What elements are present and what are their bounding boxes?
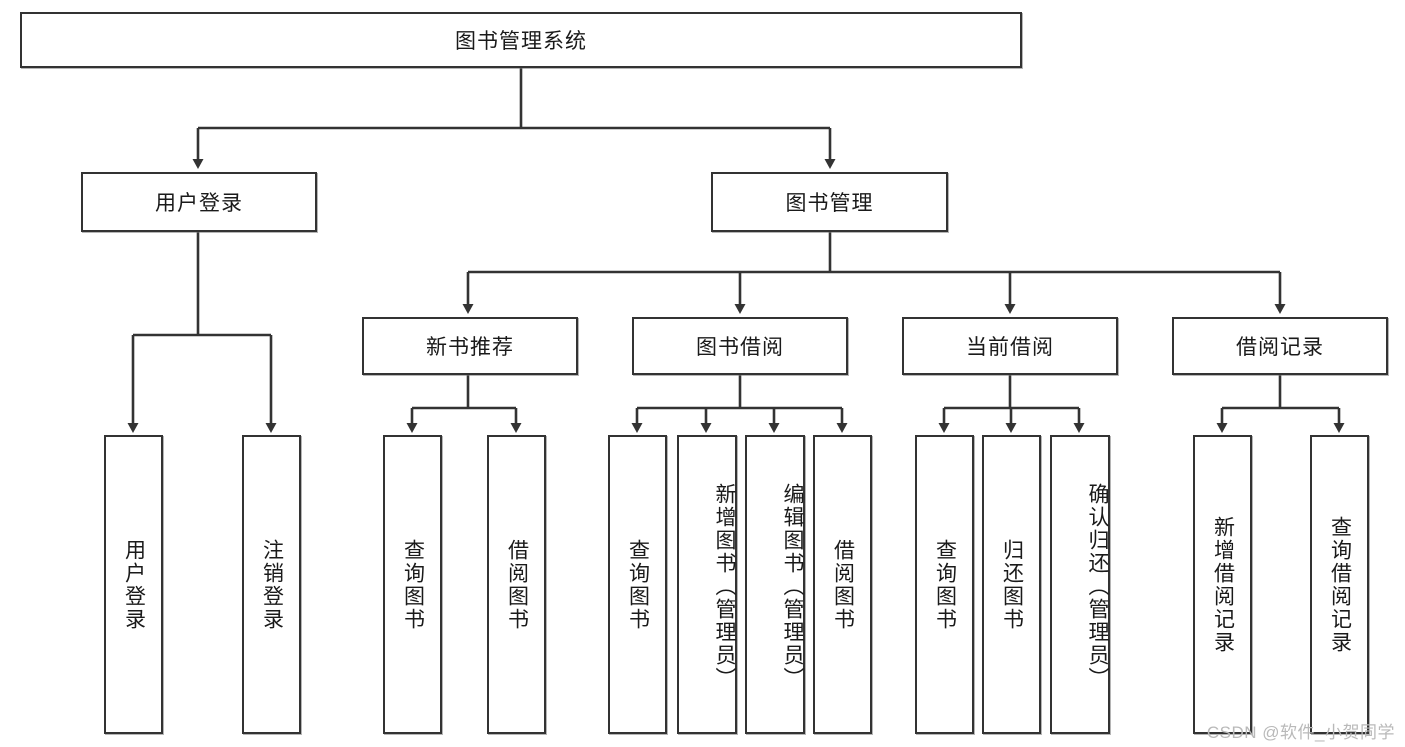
node-root[interactable]: 图书管理系统 <box>20 12 1022 68</box>
node-book-borrow-label: 图书借阅 <box>696 336 784 359</box>
node-leaf-borrow-book-2-label: 借阅图书 <box>831 538 855 631</box>
node-leaf-query-book-3[interactable]: 查询图书 <box>915 435 974 734</box>
node-leaf-confirm-return-label: 确认归还（管理员） <box>1086 483 1109 690</box>
node-leaf-confirm-return[interactable]: 确认归还（管理员） <box>1050 435 1110 734</box>
node-user-login-label: 用户登录 <box>155 192 243 215</box>
node-new-book-recommend[interactable]: 新书推荐 <box>362 317 578 375</box>
node-root-label: 图书管理系统 <box>455 30 587 53</box>
node-book-borrow[interactable]: 图书借阅 <box>632 317 848 375</box>
node-leaf-add-book-label: 新增图书（管理员） <box>713 483 736 690</box>
node-leaf-query-book-2[interactable]: 查询图书 <box>608 435 667 734</box>
node-leaf-user-login[interactable]: 用户登录 <box>104 435 163 734</box>
node-leaf-query-record[interactable]: 查询借阅记录 <box>1310 435 1369 734</box>
node-leaf-add-record[interactable]: 新增借阅记录 <box>1193 435 1252 734</box>
node-leaf-logout-login-label: 注销登录 <box>260 538 284 631</box>
node-leaf-logout-login[interactable]: 注销登录 <box>242 435 301 734</box>
node-leaf-query-book-1[interactable]: 查询图书 <box>383 435 442 734</box>
node-leaf-add-record-label: 新增借阅记录 <box>1211 515 1235 654</box>
node-leaf-add-book[interactable]: 新增图书（管理员） <box>677 435 737 734</box>
node-leaf-query-book-3-label: 查询图书 <box>933 538 957 631</box>
node-book-management[interactable]: 图书管理 <box>711 172 948 232</box>
node-borrow-record[interactable]: 借阅记录 <box>1172 317 1388 375</box>
node-current-borrow-label: 当前借阅 <box>966 336 1054 359</box>
node-leaf-borrow-book-1[interactable]: 借阅图书 <box>487 435 546 734</box>
node-borrow-record-label: 借阅记录 <box>1236 336 1324 359</box>
node-new-book-recommend-label: 新书推荐 <box>426 336 514 359</box>
node-leaf-borrow-book-1-label: 借阅图书 <box>505 538 529 631</box>
node-leaf-user-login-label: 用户登录 <box>122 538 146 631</box>
node-leaf-query-book-2-label: 查询图书 <box>626 538 650 631</box>
node-leaf-borrow-book-2[interactable]: 借阅图书 <box>813 435 872 734</box>
node-leaf-return-book[interactable]: 归还图书 <box>982 435 1041 734</box>
node-leaf-query-book-1-label: 查询图书 <box>401 538 425 631</box>
node-leaf-edit-book-label: 编辑图书（管理员） <box>781 483 804 690</box>
node-user-login[interactable]: 用户登录 <box>81 172 317 232</box>
node-leaf-return-book-label: 归还图书 <box>1000 538 1024 631</box>
node-leaf-edit-book[interactable]: 编辑图书（管理员） <box>745 435 805 734</box>
node-current-borrow[interactable]: 当前借阅 <box>902 317 1118 375</box>
csdn-watermark: CSDN @软件_小贺同学 <box>1206 723 1395 742</box>
node-book-management-label: 图书管理 <box>785 192 874 215</box>
node-leaf-query-record-label: 查询借阅记录 <box>1328 515 1352 654</box>
